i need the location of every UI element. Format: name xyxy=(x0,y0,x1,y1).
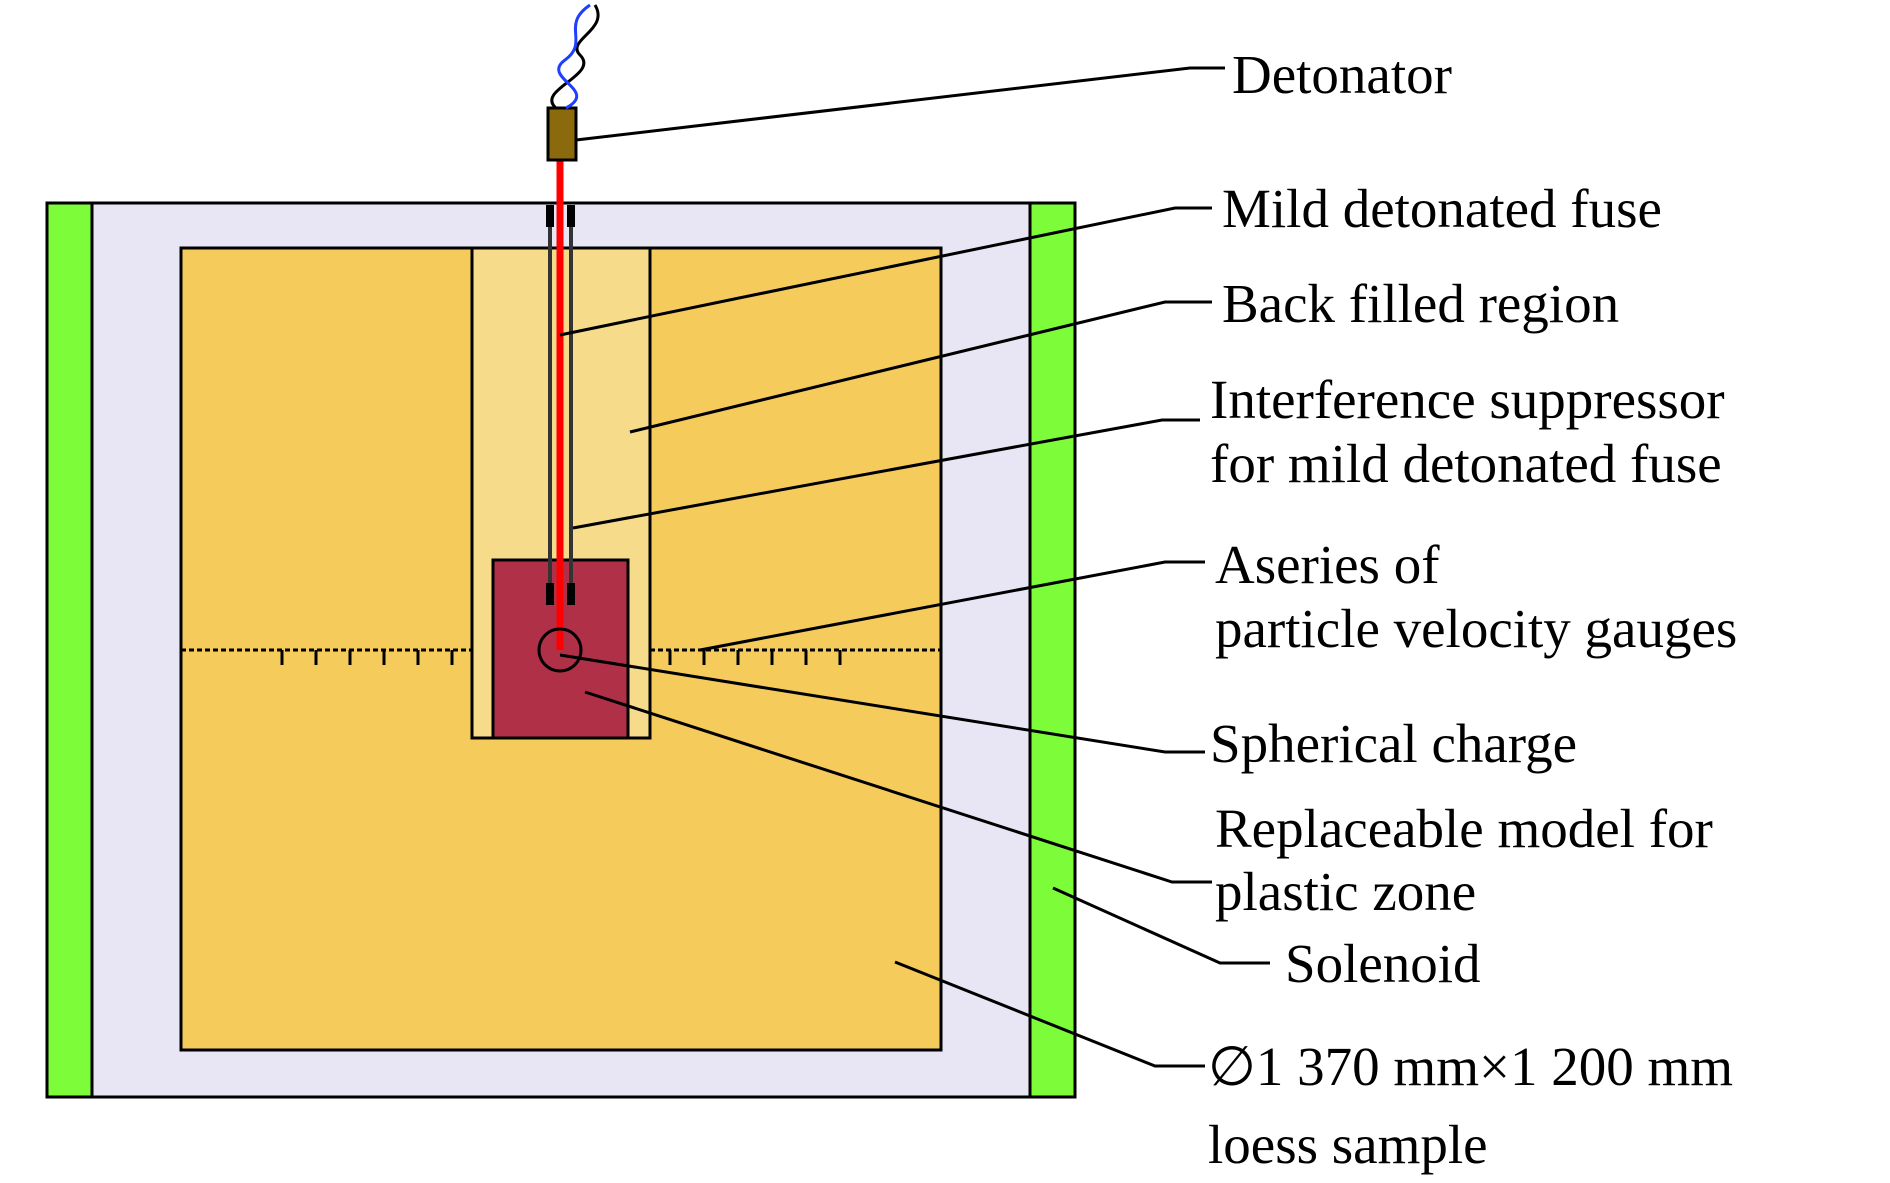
particle-velocity-gauges xyxy=(181,648,941,665)
suppressor-top-cap-left xyxy=(546,205,554,227)
leader-plastic-zone xyxy=(584,690,1212,884)
label-gauges-line2: particle velocity gauges xyxy=(1215,598,1737,659)
suppressor-bottom-cap-right xyxy=(567,583,575,605)
solenoid-left xyxy=(45,201,94,1099)
label-back-filled: Back filled region xyxy=(1222,273,1619,334)
spherical-charge xyxy=(537,627,583,673)
interference-suppressor xyxy=(546,205,575,605)
suppressor-bottom-cap-left xyxy=(546,583,554,605)
detonator-wire-blue xyxy=(557,3,591,110)
solenoid-right xyxy=(1028,201,1077,1099)
label-sample-line2: loess sample xyxy=(1208,1114,1488,1175)
gauge-ticks xyxy=(280,650,842,665)
label-gauges-line1: Aseries of xyxy=(1215,534,1440,595)
label-replaceable-line1: Replaceable model for xyxy=(1215,798,1713,859)
suppressor-top-cap-right xyxy=(567,205,575,227)
label-solenoid: Solenoid xyxy=(1285,933,1481,994)
leader-spherical-charge xyxy=(559,653,1205,754)
leader-detonator xyxy=(575,66,1225,142)
label-suppressor-line1: Interference suppressor xyxy=(1210,369,1725,430)
suppressor-left-wall xyxy=(548,205,552,605)
leader-mild-fuse xyxy=(559,206,1212,337)
detonator-icon xyxy=(546,106,578,162)
label-suppressor-line2: for mild detonated fuse xyxy=(1210,433,1722,494)
labels: Detonator Mild detonated fuse Back fille… xyxy=(1208,44,1737,1175)
label-mild-fuse: Mild detonated fuse xyxy=(1222,178,1662,239)
label-spherical-charge: Spherical charge xyxy=(1210,713,1577,774)
leader-gauges xyxy=(699,560,1205,652)
leader-lines xyxy=(559,66,1270,1068)
leader-solenoid xyxy=(1052,886,1270,965)
detonator-wire-black xyxy=(550,4,600,110)
leader-back-filled xyxy=(629,300,1212,434)
label-detonator: Detonator xyxy=(1232,44,1452,105)
label-replaceable-line2: plastic zone xyxy=(1215,861,1476,922)
label-sample-line1: ∅1 370 mm×1 200 mm xyxy=(1208,1036,1733,1097)
suppressor-right-wall xyxy=(569,205,573,605)
leader-suppressor xyxy=(572,418,1200,530)
leader-sample xyxy=(894,960,1205,1068)
